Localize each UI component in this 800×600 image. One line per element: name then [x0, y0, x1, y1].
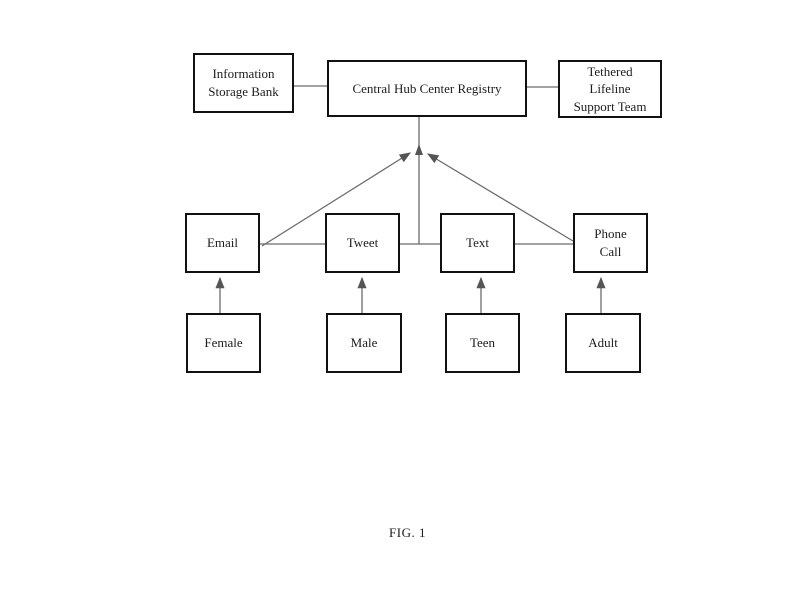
node-tweet: Tweet [325, 213, 400, 273]
node-email: Email [185, 213, 260, 273]
node-information-storage-bank: Information Storage Bank [193, 53, 294, 113]
node-phone-call: Phone Call [573, 213, 648, 273]
edge-phone-hub [427, 153, 574, 242]
node-tethered-lifeline-support-team: Tethered Lifeline Support Team [558, 60, 662, 118]
node-female: Female [186, 313, 261, 373]
figure-caption: FIG. 1 [389, 525, 426, 540]
edge-email-hub [261, 152, 411, 247]
node-teen: Teen [445, 313, 520, 373]
node-male: Male [326, 313, 402, 373]
edge-junction-hub-arrowhead [415, 144, 423, 155]
node-adult: Adult [565, 313, 641, 373]
node-central-hub-center-registry: Central Hub Center Registry [327, 60, 527, 117]
node-text: Text [440, 213, 515, 273]
